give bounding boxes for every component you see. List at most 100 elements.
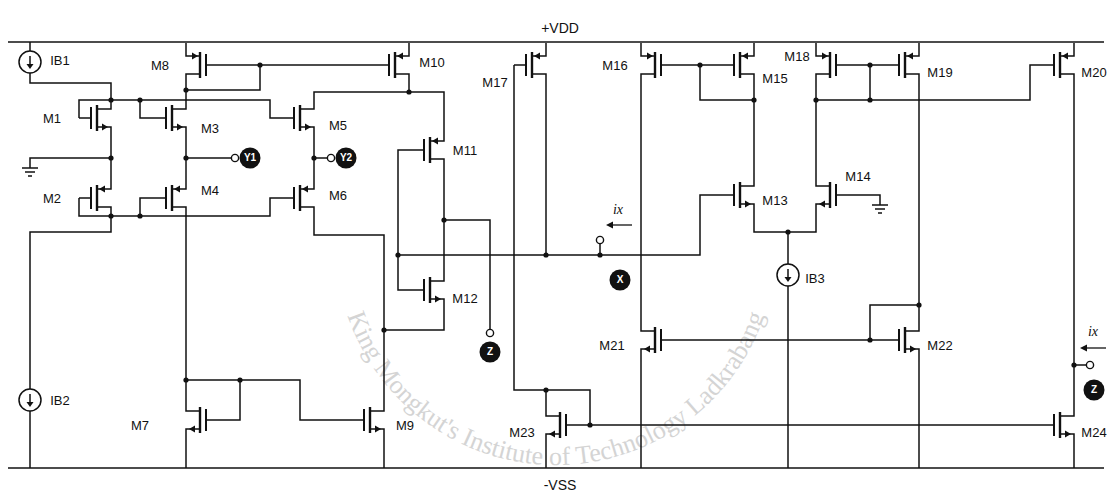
supply-label: -VSS <box>544 478 577 492</box>
callout-disc <box>480 342 501 363</box>
pmos-transistor <box>79 176 111 220</box>
wire <box>514 65 546 403</box>
source-lead <box>905 74 919 87</box>
transistor-label: M3 <box>201 122 219 135</box>
pmos-transistor <box>377 43 409 87</box>
drain-lead <box>546 403 560 416</box>
gate-lead <box>514 64 526 66</box>
pmos-transistor <box>282 176 314 220</box>
gate-lead <box>661 64 673 66</box>
pmos-transistor <box>412 128 444 172</box>
current-arrow <box>612 224 632 225</box>
gate-lead <box>79 117 91 119</box>
transistor-label: M11 <box>453 144 477 157</box>
transistor-label: M8 <box>151 59 169 72</box>
current-arrow <box>785 277 792 282</box>
wire <box>787 232 789 264</box>
pmos-transistor <box>887 43 919 87</box>
wire <box>918 87 920 318</box>
transistor-arrow <box>305 124 311 131</box>
wire <box>314 220 384 398</box>
wire <box>186 157 231 159</box>
gate-lead <box>722 194 734 196</box>
junction-dot <box>597 252 602 257</box>
wire <box>30 158 111 168</box>
transistor-label: M6 <box>329 189 347 202</box>
transistor-label: M18 <box>784 50 809 63</box>
current-arrow <box>27 64 34 69</box>
wire <box>640 87 642 318</box>
junction-dot <box>137 97 142 102</box>
transistor-label: M24 <box>1081 426 1106 439</box>
current-source-label: IB3 <box>805 272 825 285</box>
ground-symbol <box>22 167 38 169</box>
junction-dot <box>543 387 548 392</box>
transistor-label: M4 <box>201 184 219 197</box>
drain-lead <box>1060 403 1074 416</box>
wire <box>578 424 1042 426</box>
transistor-arrow <box>189 426 195 433</box>
wire <box>700 65 754 100</box>
terminal-pin <box>486 329 493 336</box>
pmos-transistor <box>154 176 186 220</box>
wire <box>870 305 919 340</box>
ground-symbol <box>878 212 882 214</box>
wire <box>30 73 111 96</box>
drain-lead <box>740 173 754 186</box>
gate-lead <box>79 197 91 199</box>
drain-lead <box>641 318 655 331</box>
drain-lead <box>186 398 200 411</box>
wire <box>218 380 240 420</box>
wire <box>870 65 1042 100</box>
junction-dot <box>257 62 262 67</box>
current-arrow <box>27 402 34 407</box>
drain-lead <box>300 96 314 109</box>
current-source-label: IB1 <box>50 54 70 67</box>
transistor-label: M12 <box>452 292 477 305</box>
current-arrow <box>29 394 31 403</box>
junction-dot <box>751 97 756 102</box>
source-lead <box>740 74 754 87</box>
gate-lead <box>154 197 166 199</box>
transistor-arrow <box>102 124 108 131</box>
gate-lead <box>566 424 578 426</box>
nmos-transistor <box>79 96 111 140</box>
transistor-arrow <box>302 186 308 193</box>
callout-number: Z <box>1091 385 1097 395</box>
wire <box>398 195 722 255</box>
callout-disc <box>336 148 357 169</box>
transistor-arrow <box>910 346 916 353</box>
pmos-transistor <box>186 43 218 87</box>
transistor-arrow <box>745 201 751 208</box>
drain-lead <box>430 268 444 281</box>
source-lead <box>300 207 314 220</box>
junction-dot <box>108 97 113 102</box>
wire <box>186 65 260 90</box>
gate-lead <box>206 419 218 421</box>
transistor-arrow <box>822 53 828 60</box>
transistor-label: M16 <box>602 59 627 72</box>
source-lead <box>97 207 111 220</box>
gate-lead <box>1042 64 1054 66</box>
drain-lead <box>905 318 919 331</box>
wire <box>754 217 816 232</box>
source-lead <box>641 74 655 87</box>
watermark: King Mongkut's Institute of Technology L… <box>342 307 770 471</box>
callout-disc <box>1084 380 1105 401</box>
nmos-transistor <box>352 398 384 442</box>
transistor-arrow <box>647 53 653 60</box>
junction-dot <box>183 155 188 160</box>
nmos-transistor <box>412 268 444 312</box>
callout-disc <box>240 148 261 169</box>
transistor-arrow <box>375 426 381 433</box>
terminal-pin <box>231 154 238 161</box>
transistor-label: M17 <box>482 76 507 89</box>
ground-symbol <box>875 208 885 210</box>
gate-lead <box>661 339 673 341</box>
transistor-label: M19 <box>927 66 952 79</box>
current-arrow <box>787 269 789 278</box>
source-lead <box>186 74 200 87</box>
transistor-label: M10 <box>419 56 444 69</box>
wire <box>383 442 385 468</box>
junction-dot <box>697 62 702 67</box>
